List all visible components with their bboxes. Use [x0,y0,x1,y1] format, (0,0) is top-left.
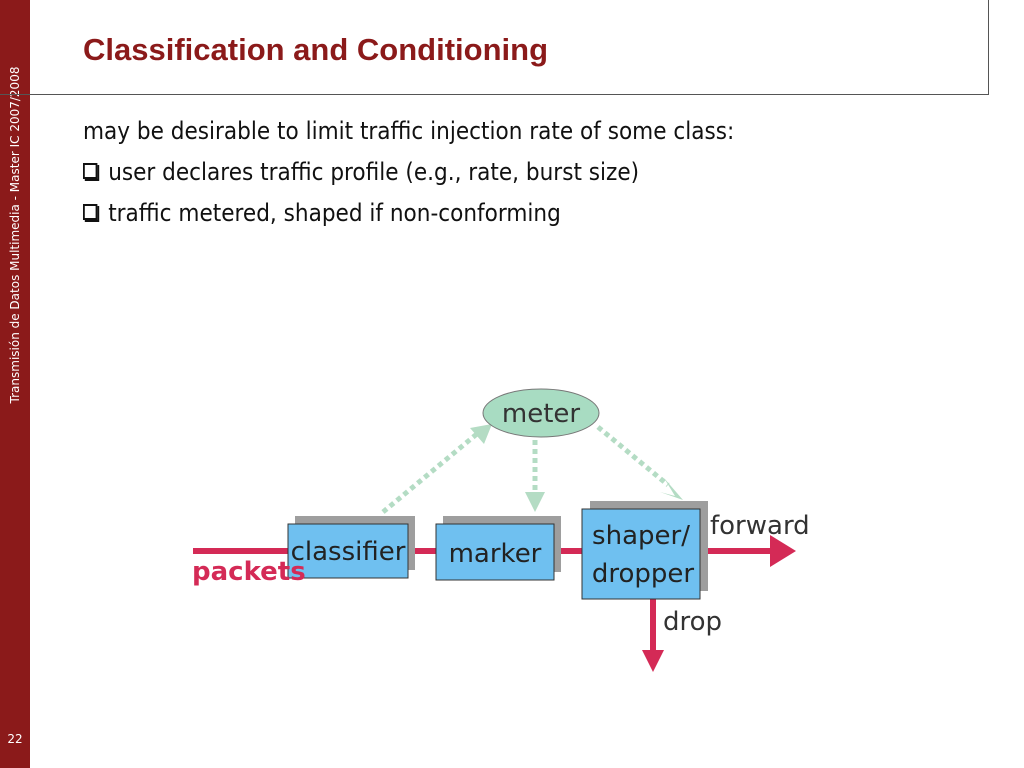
meter-label: meter [502,399,581,429]
arrowhead-icon [525,492,545,512]
slide-number: 22 [7,732,23,746]
arrowhead-icon [470,424,492,444]
slide-title: Classification and Conditioning [83,32,548,67]
bullet-item: user declares traffic profile (e.g., rat… [83,155,875,196]
intro-text: may be desirable to limit traffic inject… [83,117,735,145]
title-frame [0,0,989,95]
classifier-box [287,523,409,579]
bullet-item: traffic metered, shaped if non-conformin… [83,196,875,237]
classifier-label: classifier [291,537,406,567]
shaper-dropper-box [581,508,701,600]
meter-node [482,388,600,438]
bullet-text: user declares traffic profile (e.g., rat… [108,158,640,186]
drop-arrowhead-icon [642,650,664,672]
sidebar: Transmisión de Datos Multimedia - Master… [0,0,30,768]
forward-arrowhead-icon [770,535,796,567]
checkbox-bullet-icon [83,163,98,179]
checkbox-bullet-icon [83,204,98,220]
meter-to-shaper-arrow [596,425,670,487]
slide-body: may be desirable to limit traffic inject… [83,114,875,237]
dropper-label: dropper [592,559,695,589]
classifier-to-meter-arrow [381,431,480,514]
arrowhead-icon [660,478,683,500]
packets-label: packets [192,557,306,587]
forward-label: forward [710,511,810,541]
marker-box [435,523,555,581]
marker-label: marker [449,539,542,569]
drop-label: drop [663,607,722,637]
shaper-label: shaper/ [592,521,690,551]
bullet-text: traffic metered, shaped if non-conformin… [108,199,561,227]
